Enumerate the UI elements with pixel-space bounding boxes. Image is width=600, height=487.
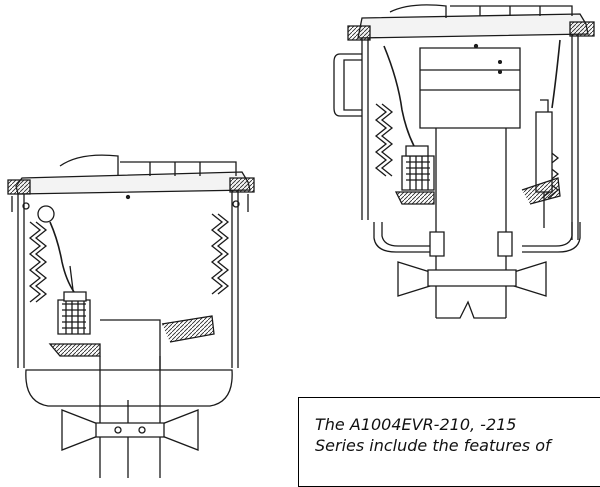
caption-box: The A1004EVR-210, -215 Series include th… <box>298 397 600 487</box>
caption-line-1: The A1004EVR-210, -215 <box>315 415 517 434</box>
right-assembly-drawing <box>334 5 594 318</box>
caption-line-2: Series include the features of <box>315 436 551 455</box>
left-assembly-drawing <box>8 155 254 478</box>
